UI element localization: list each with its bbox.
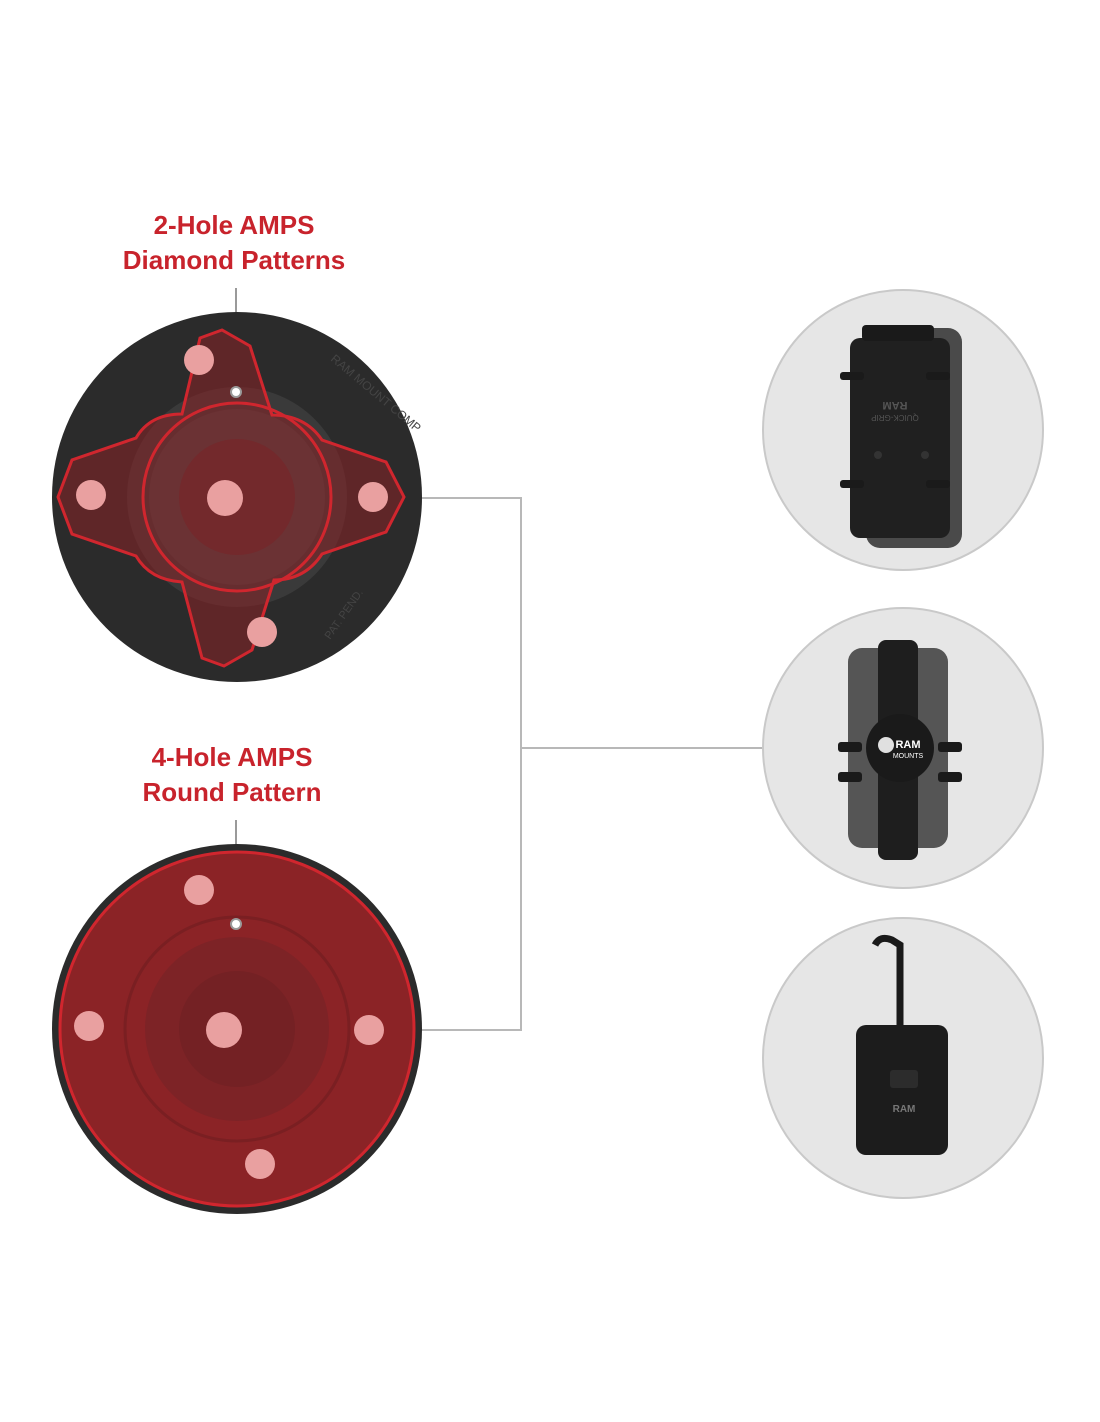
quick-grip-brand: RAM [882,399,907,411]
quick-grip-hole [921,451,929,459]
diamond-title-line1: 2-Hole AMPS [153,210,315,240]
product-x-grip: RAM MOUNTS [762,607,1044,889]
round-pattern-title: 4-Hole AMPS Round Pattern [32,740,432,810]
round-hole-right [354,1015,384,1045]
x-grip-arm [938,772,962,782]
quick-grip-arm [840,372,864,380]
form-fit-plate [890,1070,918,1088]
form-fit-brand: RAM [893,1104,916,1115]
quick-grip-model: QUICK-GRIP [871,413,919,422]
quick-grip-hole [874,451,882,459]
round-title-line2: Round Pattern [142,777,322,807]
diamond-leader-dot [230,386,242,398]
round-title-line1: 4-Hole AMPS [151,742,313,772]
round-hole-left [74,1011,104,1041]
product-form-fit: RAM [762,917,1044,1199]
ram-logo-icon [878,737,894,753]
quick-grip-top-clamp [862,325,934,341]
quick-grip-arm [926,372,950,380]
quick-grip-arm [840,480,864,488]
bracket-line [418,497,522,1031]
round-center-hole [206,1012,242,1048]
diamond-inner-ring [141,401,333,593]
connector-lines [418,497,763,1031]
x-grip-arm [838,772,862,782]
form-fit-top-hook [871,934,904,1025]
quick-grip-arm [926,480,950,488]
round-hole-top [184,875,214,905]
round-leader-dot [230,918,242,930]
diamond-center-hole [207,480,243,516]
diamond-hole-top [184,345,214,375]
diamond-title-line2: Diamond Patterns [122,245,346,275]
product-quick-grip: RAM QUICK-GRIP [762,289,1044,571]
diamond-hole-bottom [247,617,277,647]
x-grip-arm [838,742,862,752]
round-hole-bottom [245,1149,275,1179]
x-grip-sub: MOUNTS [893,753,924,760]
diamond-pattern-title: 2-Hole AMPS Diamond Patterns [34,208,434,278]
diamond-hole-right [358,482,388,512]
x-grip-cradle [866,714,934,782]
x-grip-brand: RAM [895,739,920,751]
diamond-base: RAM MOUNT COMP PAT. PEND. [52,312,424,682]
x-grip-arm [938,742,962,752]
round-base-ring [123,915,351,1143]
quick-grip-body [850,338,950,538]
diamond-hole-left [76,480,106,510]
form-fit-cradle [856,1025,948,1155]
round-base [52,844,422,1214]
